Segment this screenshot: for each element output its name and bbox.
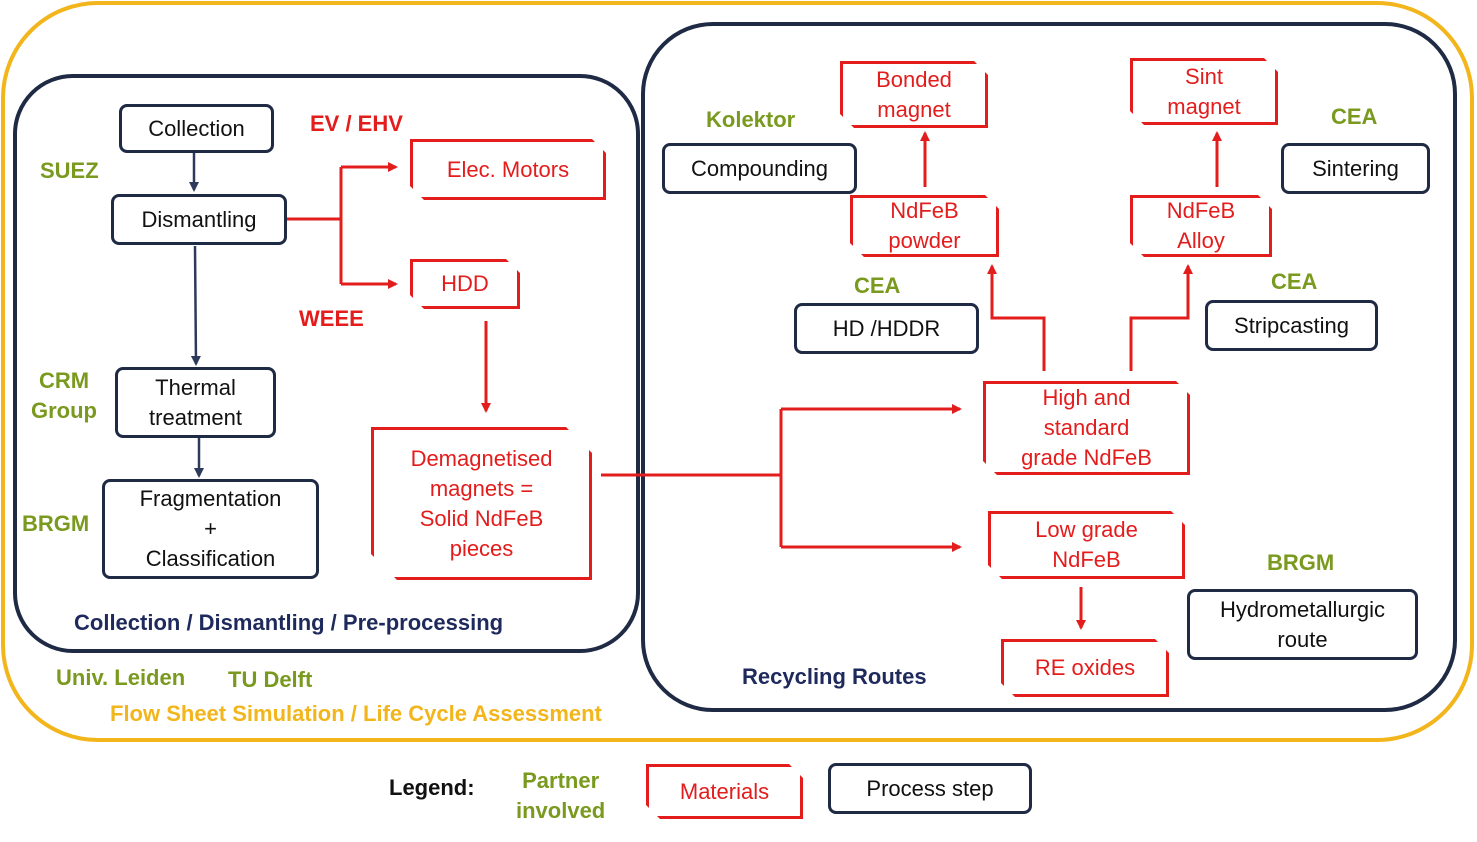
compounding-label: Compounding: [691, 155, 828, 181]
sint-line-2: magnet: [1167, 93, 1241, 119]
source-ev-ehv: EV / EHV: [310, 111, 403, 136]
partner-suez: SUEZ: [40, 158, 99, 183]
powder-line-2: powder: [888, 228, 961, 253]
alloy-line-2: Alloy: [1177, 228, 1225, 253]
high-grade-line-2: standard: [1043, 415, 1130, 440]
material-ndfeb-powder: NdFeB powder: [850, 195, 999, 257]
powder-line-1: NdFeB: [890, 198, 959, 223]
partner-crm-group: CRM Group: [31, 366, 97, 426]
recycling-frame: [641, 22, 1457, 712]
stripcasting-label: Stripcasting: [1234, 312, 1349, 338]
legend-materials: Materials: [646, 764, 803, 819]
stripcasting-step: Stripcasting: [1205, 300, 1378, 351]
partner-brgm-collection: BRGM: [22, 511, 90, 536]
material-sint-magnet: Sint magnet: [1130, 58, 1278, 125]
arrow-to-powder: [987, 264, 1046, 371]
elec-motors-label: Elec. Motors: [446, 156, 570, 182]
material-hdd: HDD: [410, 259, 520, 309]
hd-hddr-label: HD /HDDR: [832, 315, 941, 341]
collection-step-label: Collection: [148, 115, 245, 141]
sint-line-1: Sint: [1185, 63, 1223, 89]
fragmentation-line-2: +: [204, 516, 217, 541]
partner-tu-delft: TU Delft: [228, 667, 313, 692]
hdd-label: HDD: [441, 271, 489, 296]
thermal-line-1: Thermal: [155, 374, 236, 400]
high-grade-line-3: grade NdFeB: [1021, 445, 1152, 470]
hydrometallurgic-step: Hydrometallurgic route: [1187, 589, 1418, 660]
legend-partner-line-2: involved: [516, 798, 606, 823]
crm-line-1: CRM: [38, 368, 90, 393]
fragmentation-line-1: Fragmentation: [139, 486, 282, 511]
legend-partner-line-1: Partner: [522, 768, 600, 793]
material-high-grade-ndfeb: High and standard grade NdFeB: [983, 381, 1190, 475]
partner-cea-hddr: CEA: [854, 273, 901, 298]
crm-line-2: Group: [31, 398, 97, 423]
thermal-line-2: treatment: [149, 404, 242, 430]
legend-process-label: Process step: [866, 775, 994, 801]
high-grade-line-1: High and: [1042, 385, 1131, 410]
collection-step: Collection: [119, 104, 274, 153]
legend-title: Legend:: [389, 775, 475, 800]
thermal-treatment-step: Thermal treatment: [115, 367, 276, 438]
material-elec-motors: Elec. Motors: [410, 139, 606, 200]
fragmentation-line-3: Classification: [145, 546, 276, 571]
hydro-line-1: Hydrometallurgic: [1219, 596, 1386, 622]
sintering-label: Sintering: [1312, 155, 1399, 181]
source-weee: WEEE: [299, 306, 364, 331]
fragmentation-step: Fragmentation + Classification: [102, 479, 319, 579]
material-ndfeb-alloy: NdFeB Alloy: [1130, 195, 1272, 257]
assessment-area-label: Flow Sheet Simulation / Life Cycle Asses…: [110, 701, 602, 726]
collection-area-label: Collection / Dismantling / Pre-processin…: [74, 610, 504, 635]
legend-process-step: Process step: [828, 763, 1032, 814]
legend-partner-involved: Partner involved: [516, 766, 605, 826]
partner-cea-sintering: CEA: [1331, 104, 1378, 129]
material-bonded-magnet: Bonded magnet: [840, 61, 988, 128]
bonded-line-2: magnet: [877, 96, 951, 122]
legend-materials-label: Materials: [679, 778, 770, 804]
material-low-grade-ndfeb: Low grade NdFeB: [988, 511, 1185, 579]
recycling-area-label: Recycling Routes: [742, 664, 927, 689]
low-grade-line-2: NdFeB: [1052, 547, 1121, 572]
alloy-line-1: NdFeB: [1166, 198, 1236, 223]
demagnetised-line-3: Solid NdFeB: [419, 505, 544, 531]
outer-frame: [1, 1, 1474, 742]
demagnetised-line-4: pieces: [449, 535, 514, 561]
dismantling-step-label: Dismantling: [141, 206, 257, 232]
arrow-to-alloy: [1129, 264, 1193, 371]
hydro-line-2: route: [1277, 626, 1328, 652]
dismantling-step: Dismantling: [111, 194, 287, 245]
partner-cea-stripcasting: CEA: [1271, 269, 1318, 294]
demagnetised-line-1: Demagnetised: [410, 445, 553, 471]
partner-kolektor: Kolektor: [706, 107, 796, 132]
re-oxides-label: RE oxides: [1034, 655, 1136, 680]
bonded-line-1: Bonded: [876, 66, 952, 92]
sintering-step: Sintering: [1281, 143, 1430, 194]
arrow-dismantling-to-thermal: [190, 245, 201, 366]
hd-hddr-step: HD /HDDR: [794, 303, 979, 354]
partner-univ-leiden: Univ. Leiden: [56, 665, 186, 690]
compounding-step: Compounding: [662, 143, 857, 194]
partner-brgm-recycling: BRGM: [1267, 550, 1335, 575]
collection-frame: [13, 74, 640, 653]
demagnetised-line-2: magnets =: [429, 475, 534, 501]
material-demagnetised-magnets: Demagnetised magnets = Solid NdFeB piece…: [371, 427, 592, 580]
material-re-oxides: RE oxides: [1001, 639, 1169, 697]
low-grade-line-1: Low grade: [1035, 517, 1138, 542]
